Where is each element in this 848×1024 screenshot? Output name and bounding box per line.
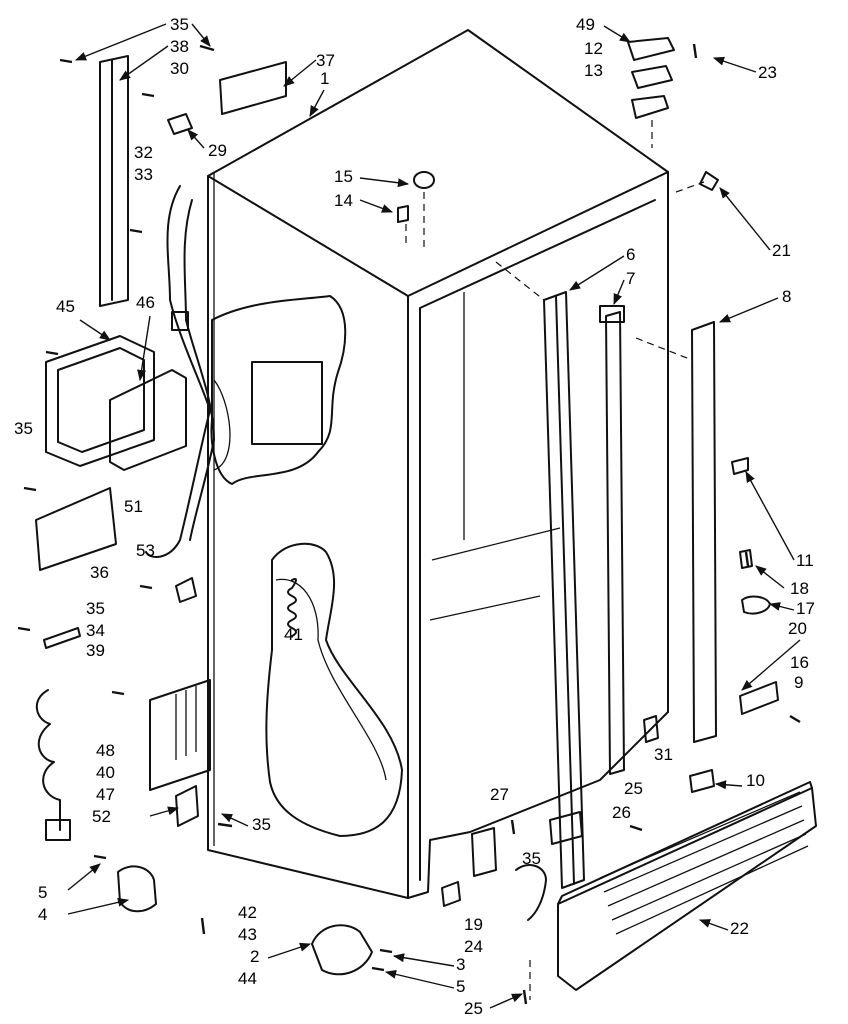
callout-53: 53: [136, 541, 155, 560]
callout-37: 37: [316, 51, 335, 70]
callout-35: 35: [170, 15, 189, 34]
left-parts: [35, 55, 287, 841]
callout-31: 31: [654, 745, 673, 764]
callout-5: 5: [38, 883, 47, 902]
callout-35-left: 35: [14, 419, 33, 438]
callout-15: 15: [334, 167, 353, 186]
callout-labels: 35 38 30 29 32 33 37 1 15 14 49 12 13 23…: [14, 15, 815, 1018]
callout-24: 24: [464, 937, 483, 956]
callout-51: 51: [124, 497, 143, 516]
side-panel-cutouts: [210, 295, 403, 837]
callout-11: 11: [796, 551, 814, 570]
callout-32: 32: [134, 143, 153, 162]
callout-35-low: 35: [252, 815, 271, 834]
callout-33: 33: [134, 165, 153, 184]
callout-5-bottom: 5: [456, 977, 465, 996]
callout-25: 25: [624, 779, 643, 798]
cabinet-outline: [207, 29, 669, 899]
callout-38: 38: [170, 37, 189, 56]
callout-10: 10: [746, 771, 765, 790]
callout-35-front: 35: [522, 849, 541, 868]
callout-40: 40: [96, 763, 115, 782]
callout-4: 4: [38, 905, 47, 924]
callout-18: 18: [790, 579, 809, 598]
callout-43: 43: [238, 925, 257, 944]
callout-25-bottom: 25: [464, 999, 483, 1018]
assembly-lines: [405, 120, 705, 1000]
leader-lines: [67, 23, 801, 1009]
callout-42: 42: [238, 903, 257, 922]
callout-44: 44: [238, 969, 257, 988]
callout-30: 30: [170, 59, 189, 78]
callout-16: 16: [790, 653, 809, 672]
callout-23: 23: [758, 63, 777, 82]
callout-35-mid: 35: [86, 599, 105, 618]
front-parts: [117, 291, 779, 976]
callout-2: 2: [250, 947, 259, 966]
callout-39: 39: [86, 641, 105, 660]
screws: [17, 43, 801, 1005]
callout-34: 34: [86, 621, 105, 640]
base-grille: [557, 781, 817, 991]
callout-17: 17: [796, 599, 815, 618]
callout-49: 49: [576, 15, 595, 34]
heater-coil: [287, 578, 297, 637]
callout-29: 29: [208, 141, 227, 160]
callout-1: 1: [320, 69, 329, 88]
callout-19: 19: [464, 915, 483, 934]
callout-14: 14: [334, 191, 353, 210]
callout-48: 48: [96, 741, 115, 760]
callout-3: 3: [456, 955, 465, 974]
callout-13: 13: [584, 61, 603, 80]
callout-12: 12: [584, 39, 603, 58]
callout-22: 22: [730, 919, 749, 938]
callout-26: 26: [612, 803, 631, 822]
callout-6: 6: [626, 245, 635, 264]
callout-47: 47: [96, 785, 115, 804]
callout-9: 9: [794, 673, 803, 692]
callout-8: 8: [782, 287, 791, 306]
callout-52: 52: [92, 807, 111, 826]
callout-21: 21: [772, 241, 791, 260]
callout-27: 27: [490, 785, 509, 804]
callout-36: 36: [90, 563, 109, 582]
callout-7: 7: [626, 269, 635, 288]
callout-41: 41: [284, 625, 303, 644]
callout-45: 45: [56, 297, 75, 316]
callout-46: 46: [136, 293, 155, 312]
callout-20: 20: [788, 619, 807, 638]
